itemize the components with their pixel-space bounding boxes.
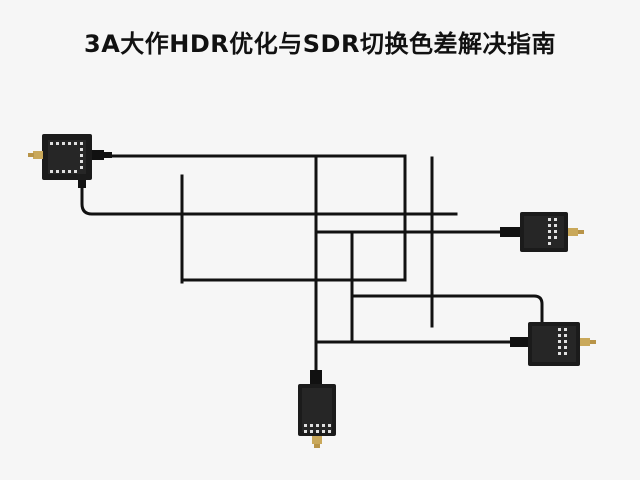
module-top-left <box>28 134 112 188</box>
module-right-lower <box>510 322 596 366</box>
module-right-upper <box>500 212 584 252</box>
page-title: 3A大作HDR优化与SDR切换色差解决指南 <box>84 30 556 58</box>
module-bottom <box>298 370 336 448</box>
wire-line <box>80 178 458 216</box>
wire-line <box>350 294 544 324</box>
